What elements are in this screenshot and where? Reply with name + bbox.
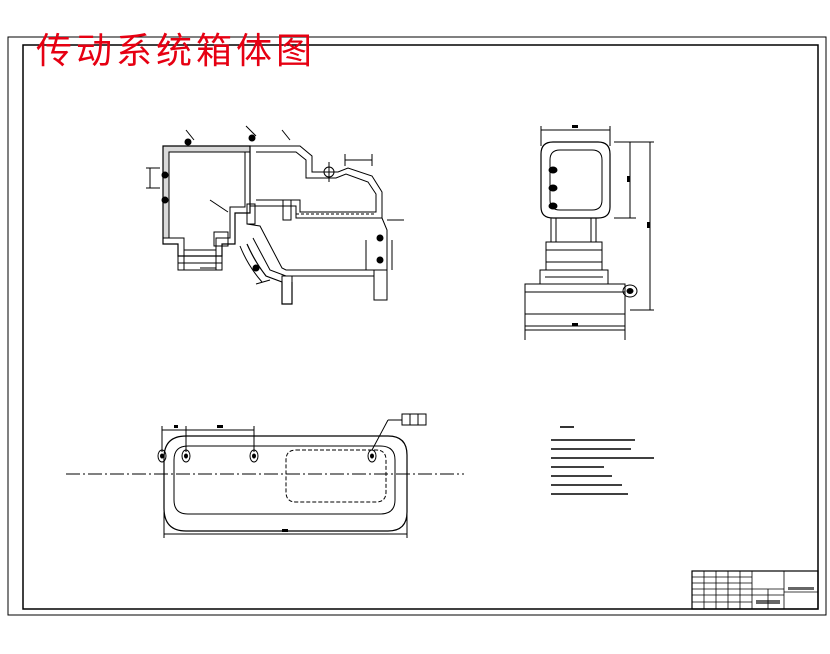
drawing-title: 传动系统箱体图 (36, 31, 317, 72)
top-view (66, 413, 464, 538)
technical-notes (551, 426, 654, 495)
inner-frame (22, 44, 819, 610)
side-view (524, 125, 654, 340)
front-section-view (146, 125, 404, 305)
title-block (691, 570, 819, 610)
outer-frame (7, 36, 827, 616)
